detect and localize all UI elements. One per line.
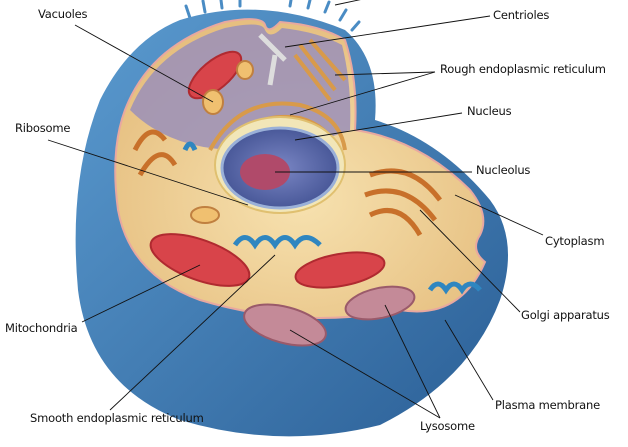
- label-vacuoles: Vacuoles: [38, 7, 88, 21]
- golgi: [132, 129, 442, 237]
- label-nucleus: Nucleus: [467, 104, 512, 118]
- mitochondrion: [149, 50, 386, 289]
- lysosomes: [243, 285, 416, 347]
- centrioles: [258, 33, 287, 86]
- label-smooth-er: Smooth endoplasmic reticulum: [30, 411, 204, 425]
- label-golgi: Golgi apparatus: [521, 308, 610, 322]
- leader-lines: [47, 0, 544, 419]
- label-mitochondria: Mitochondria: [5, 321, 78, 335]
- smooth-er: [182, 141, 482, 295]
- microvilli: [184, 0, 361, 32]
- label-nucleolus: Nucleolus: [476, 163, 531, 177]
- label-centrioles: Centrioles: [493, 8, 550, 22]
- label-plasma-membrane: Plasma membrane: [495, 398, 600, 412]
- label-cytoplasm: Cytoplasm: [545, 234, 605, 248]
- nucleolus-shape: [240, 154, 290, 190]
- label-rough-er: Rough endoplasmic reticulum: [440, 62, 606, 76]
- label-lysosome: Lysosome: [420, 419, 475, 433]
- label-ribosome: Ribosome: [15, 121, 71, 135]
- vacuoles-shape: [190, 60, 254, 224]
